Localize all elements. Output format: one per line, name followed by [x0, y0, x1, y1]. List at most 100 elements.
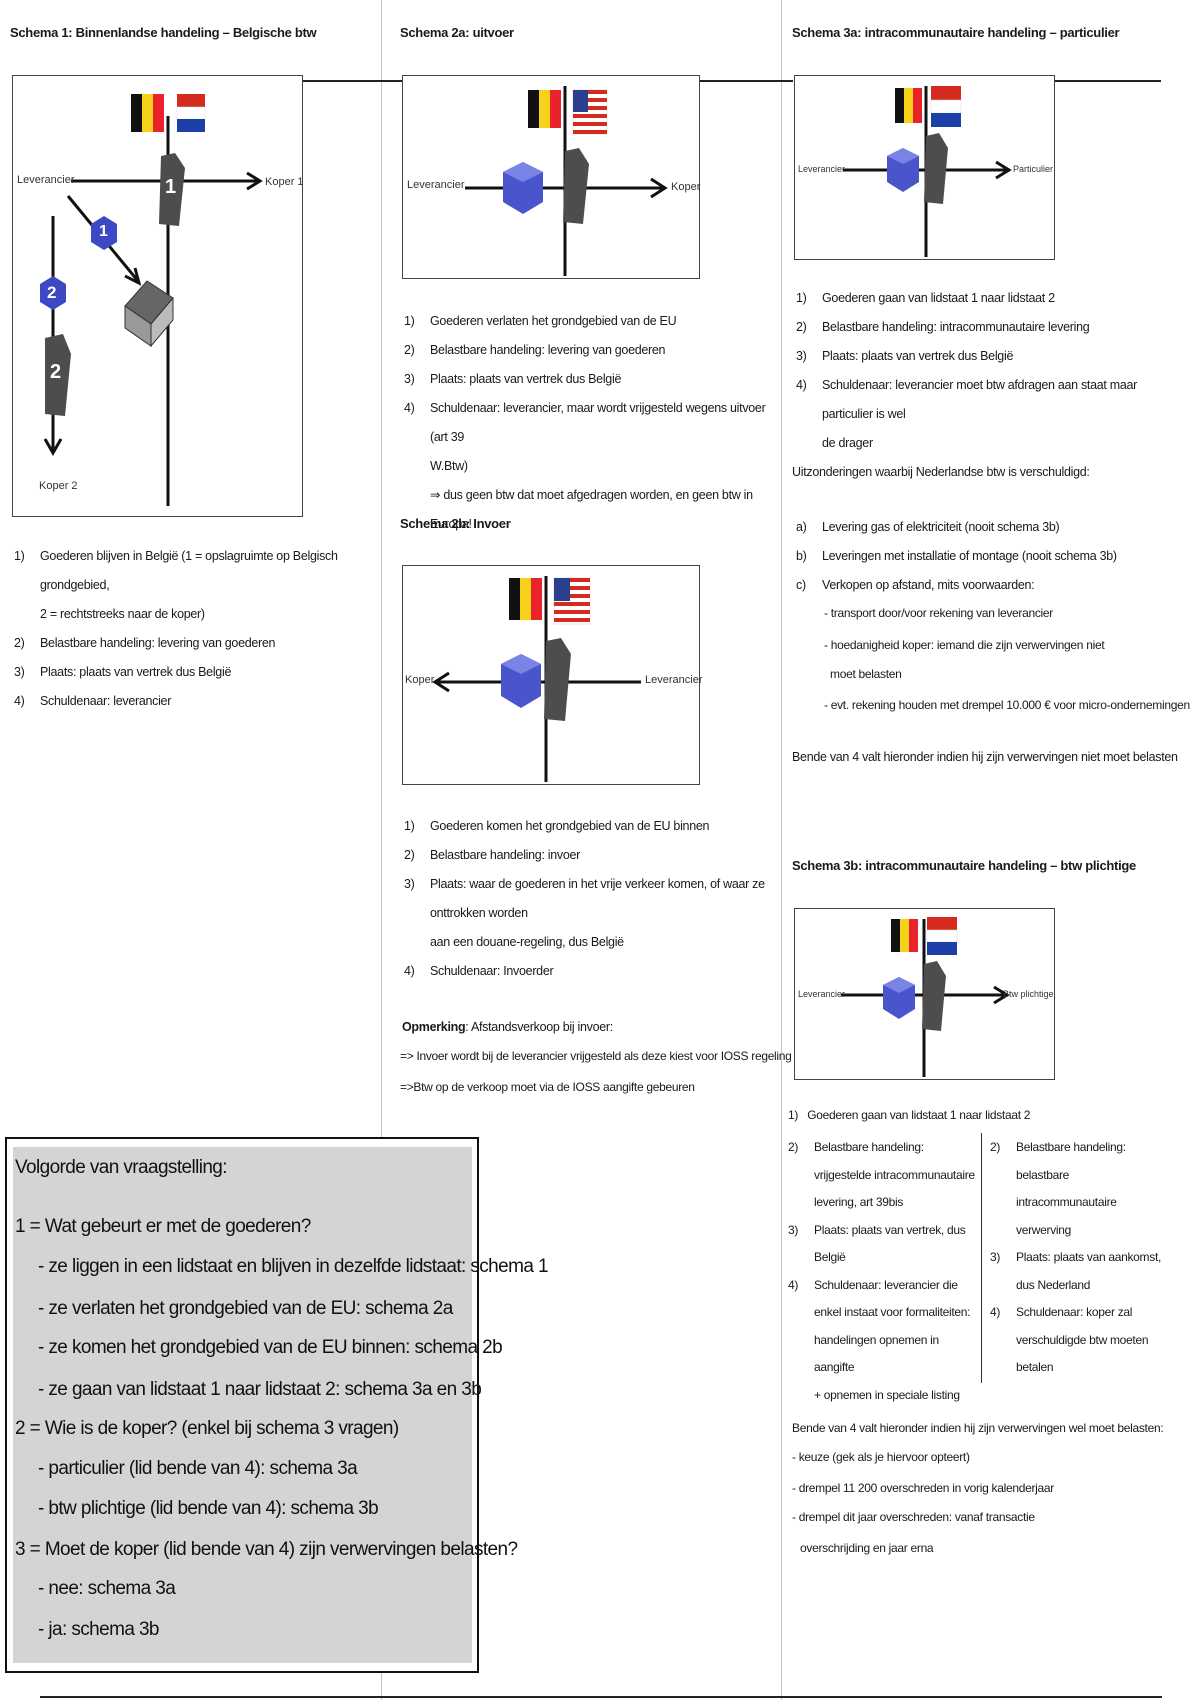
list-item: de drager [796, 429, 1186, 458]
schema2b-remark-line: =>Btw op de verkoop moet via de IOSS aan… [400, 1080, 695, 1094]
list-item: 3) Plaats: plaats van vertrek, dus Belgi… [788, 1217, 978, 1272]
list-text: handelingen opnemen in aangifte [814, 1332, 939, 1375]
list-text: Belastbare handeling: intracommunautaire… [822, 320, 1090, 334]
schema2a-diagram-svg [465, 86, 668, 276]
schema3b-bende-line: - drempel 11 200 overschreden in vorig k… [792, 1481, 1054, 1495]
list-item: 1)Goederen verlaten het grondgebied van … [404, 307, 774, 336]
list-text: ⇒ dus geen btw dat moet afgedragen worde… [430, 488, 753, 531]
list-text: Verkopen op afstand, mits voorwaarden: [822, 578, 1035, 592]
list-number: 3) [788, 1222, 799, 1237]
list-number: 3) [14, 665, 25, 679]
list-item: ⇒ dus geen btw dat moet afgedragen worde… [404, 481, 774, 539]
schema3a-condition: moet belasten [830, 667, 902, 681]
schema1-title: Schema 1: Binnenlandse handeling – Belgi… [10, 25, 317, 40]
list-text: Leveringen met installatie of montage (n… [822, 549, 1117, 563]
list-text: Plaats: plaats van vertrek dus België [822, 349, 1014, 363]
schema3b-bende-line: - drempel dit jaar overschreden: vanaf t… [792, 1510, 1035, 1524]
schema3b-right-column: 2) Belastbare handeling: belastbare intr… [990, 1134, 1170, 1382]
list-text: vrijgestelde intracommunautaire [814, 1167, 975, 1182]
schema3b-column-divider [981, 1133, 982, 1383]
schema1-diagram: Leverancier Koper 1 Koper 2 1 2 1 2 [12, 75, 304, 517]
list-number: 2) [796, 320, 807, 334]
list-item: 2)Belastbare handeling: levering van goe… [404, 336, 774, 365]
schema2b-title: Schema 2b: Invoer [400, 516, 511, 531]
list-text: België [814, 1250, 846, 1264]
question-line: 2 = Wie is de koper? (enkel bij schema 3… [15, 1418, 399, 1439]
header-rule [302, 80, 402, 82]
schema3b-left-column: 2) Belastbare handeling: vrijgestelde in… [788, 1134, 978, 1409]
list-text: Belastbare handeling: invoer [430, 848, 581, 862]
list-text: Plaats: plaats van aankomst, [1016, 1250, 1162, 1264]
list-number: 1) [404, 819, 415, 833]
schema3a-condition: - evt. rekening houden met drempel 10.00… [824, 698, 1190, 712]
remark-label: Opmerking [402, 1020, 466, 1034]
schema3a-exceptions-title: Uitzonderingen waarbij Nederlandse btw i… [792, 465, 1090, 479]
schema3b-diagram: Leverancier Btw plichtige [794, 908, 1055, 1080]
question-order-box: Volgorde van vraagstelling: 1 = Wat gebe… [5, 1137, 549, 1673]
list-number: 1) [14, 549, 25, 563]
list-text: Schuldenaar: koper zal [1016, 1305, 1133, 1319]
question-order-panel: Volgorde van vraagstelling: 1 = Wat gebe… [13, 1147, 549, 1663]
question-line: - btw plichtige (lid bende van 4): schem… [38, 1498, 379, 1519]
list-text: de drager [822, 436, 873, 450]
list-item: 3) Plaats: plaats van vertrek dus België [796, 342, 1186, 371]
schema1-marker2-label: 2 [50, 361, 62, 383]
schema2b-remark: Opmerking: Afstandsverkoop bij invoer: [402, 1020, 613, 1034]
list-text: Goederen komen het grondgebied van de EU… [430, 819, 710, 833]
list-number: 4) [788, 1277, 799, 1292]
list-text: Belastbare handeling: [1016, 1140, 1126, 1154]
schema2a-leverancier-label: Leverancier [407, 179, 465, 191]
list-text: + opnemen in speciale listing [814, 1387, 960, 1402]
schema3a-diagram: Leverancier Particulier [794, 75, 1055, 260]
list-text: Levering gas of elektriciteit (nooit sch… [822, 520, 1060, 534]
list-text: onttrokken worden [430, 906, 528, 920]
list-text: Schuldenaar: leverancier, maar wordt vri… [430, 401, 766, 444]
list-number: 3) [796, 349, 807, 363]
list-text: Belastbare handeling: [814, 1140, 924, 1154]
list-text: Schuldenaar: Invoerder [430, 964, 554, 978]
question-line: - ze verlaten het grondgebied van de EU:… [38, 1298, 453, 1319]
list-number: a) [796, 520, 807, 534]
schema2a-koper-label: Koper [671, 181, 701, 193]
list-item: b) Leveringen met installatie of montage … [796, 542, 1186, 571]
list-text: 2 = rechtstreeks naar de koper) [40, 607, 205, 621]
list-text: verschuldigde btw moeten [1016, 1332, 1149, 1347]
list-item: 4)Schuldenaar: leverancier [14, 687, 374, 716]
schema1-leverancier-label: Leverancier [17, 174, 75, 186]
schema1-badge2-label: 2 [47, 283, 57, 302]
column-divider-1 [381, 0, 382, 1700]
schema2b-list: 1) Goederen komen het grondgebied van de … [404, 812, 774, 986]
list-item: 3) Plaats: plaats van aankomst, dus Nede… [990, 1244, 1170, 1299]
list-number: 1) [788, 1108, 799, 1122]
schema3b-leverancier-label: Leverancier [798, 989, 846, 999]
list-text: Schuldenaar: leverancier [40, 694, 172, 708]
schema3a-title: Schema 3a: intracommunautaire handeling … [792, 25, 1120, 40]
list-number: b) [796, 549, 807, 563]
list-item: 3)Plaats: plaats van vertrek dus België [404, 365, 774, 394]
list-number: 4) [404, 401, 415, 415]
list-item: 4)Schuldenaar: leverancier moet btw afdr… [796, 371, 1186, 429]
list-text: Goederen gaan van lidstaat 1 naar lidsta… [807, 1108, 1031, 1122]
question-line: - ja: schema 3b [38, 1619, 160, 1640]
list-item: 2)Belastbare handeling: levering van goe… [14, 629, 374, 658]
schema3a-condition: - hoedanigheid koper: iemand die zijn ve… [824, 638, 1105, 652]
list-number: 3) [404, 372, 415, 386]
list-item: c)Verkopen op afstand, mits voorwaarden: [796, 571, 1186, 600]
list-text: Schuldenaar: leverancier moet btw afdrag… [822, 378, 1138, 421]
schema1-marker1-label: 1 [165, 176, 177, 198]
question-line: - nee: schema 3a [38, 1578, 176, 1599]
schema1-diagram-svg [40, 94, 263, 506]
schema3b-bende-title: Bende van 4 valt hieronder indien hij zi… [792, 1421, 1164, 1435]
list-text: enkel instaat voor formaliteiten: [814, 1305, 971, 1319]
list-number: 2) [14, 636, 25, 650]
question-order-title: Volgorde van vraagstelling: [15, 1157, 228, 1178]
schema3a-condition: - transport door/voor rekening van lever… [824, 606, 1053, 620]
schema2a-list: 1)Goederen verlaten het grondgebied van … [404, 307, 774, 539]
footer-rule [40, 1696, 1162, 1698]
question-line: - ze gaan van lidstaat 1 naar lidstaat 2… [38, 1379, 482, 1400]
list-item: 2) Belastbare handeling: intracommunautai… [796, 313, 1186, 342]
list-item: 4) Schuldenaar: koper zal verschuldigde … [990, 1299, 1170, 1382]
list-text: Goederen blijven in België (1 = opslagru… [40, 549, 338, 592]
list-item: 3)Plaats: waar de goederen in het vrije … [404, 870, 774, 899]
remark-text: : Afstandsverkoop bij invoer: [465, 1020, 613, 1034]
